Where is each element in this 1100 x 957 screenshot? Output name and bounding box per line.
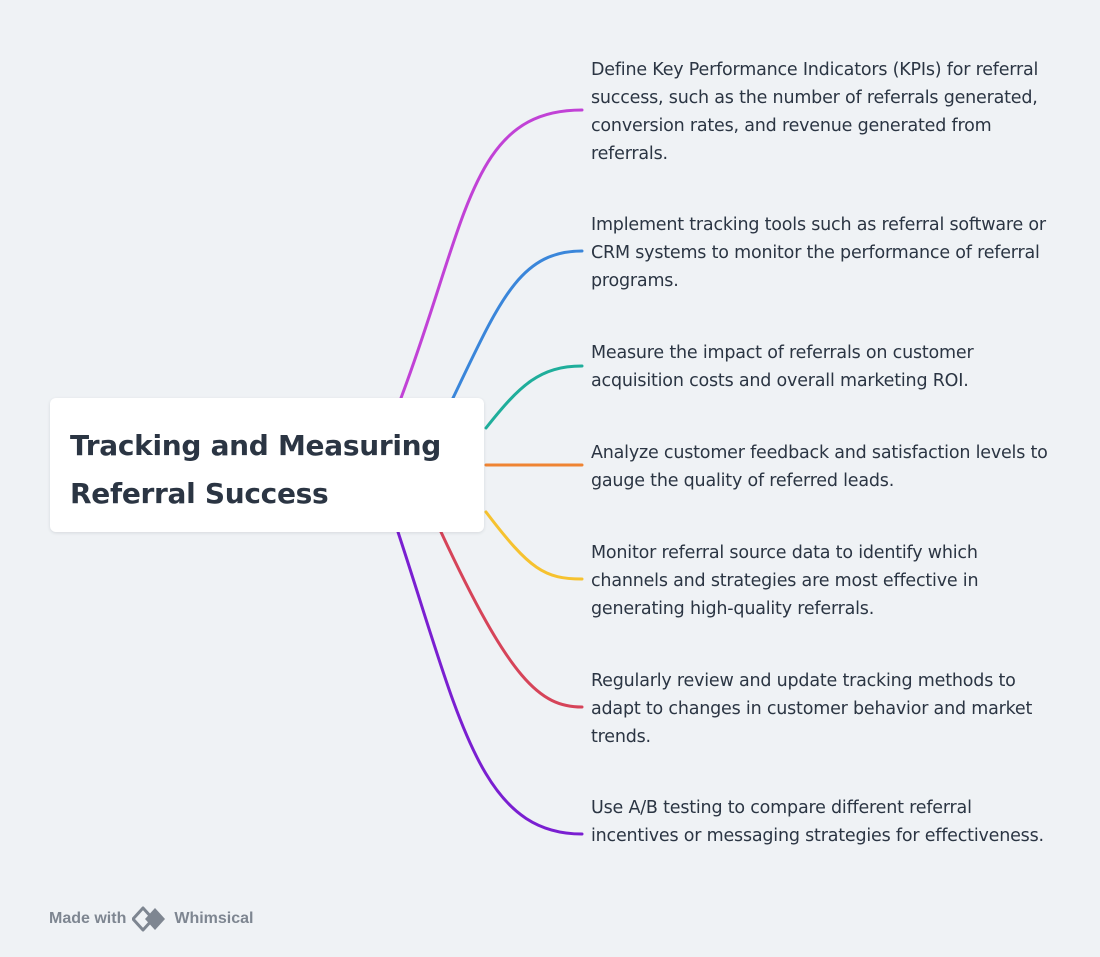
root-node[interactable]: Tracking and Measuring Referral Success (50, 398, 484, 532)
branch-node-2[interactable]: Implement tracking tools such as referra… (591, 215, 1046, 291)
made-with-label: Made with (49, 910, 127, 927)
whimsical-logo-icon (132, 906, 168, 932)
made-with-footer[interactable]: Made with Whimsical (49, 906, 253, 932)
root-title: Tracking and Measuring Referral Success (70, 422, 464, 518)
branch-node-1[interactable]: Define Key Performance Indicators (KPIs)… (591, 60, 1039, 164)
branch-node-4[interactable]: Analyze customer feedback and satisfacti… (591, 443, 1048, 491)
branch-node-3[interactable]: Measure the impact of referrals on custo… (591, 343, 974, 391)
connector-line-5 (484, 510, 584, 581)
connector-line-7 (396, 530, 584, 836)
connector-line-3 (484, 364, 584, 430)
branch-node-6[interactable]: Regularly review and update tracking met… (591, 671, 1033, 747)
branch-node-5[interactable]: Monitor referral source data to identify… (591, 543, 979, 619)
whimsical-brand-label: Whimsical (174, 910, 254, 927)
connector-line-6 (439, 530, 584, 709)
connector-line-1 (399, 108, 584, 400)
root-title-line-1: Tracking and Measuring (70, 429, 442, 462)
root-title-line-2: Referral Success (70, 477, 329, 510)
connector-line-2 (451, 249, 584, 400)
branch-node-7[interactable]: Use A/B testing to compare different ref… (591, 798, 1044, 846)
